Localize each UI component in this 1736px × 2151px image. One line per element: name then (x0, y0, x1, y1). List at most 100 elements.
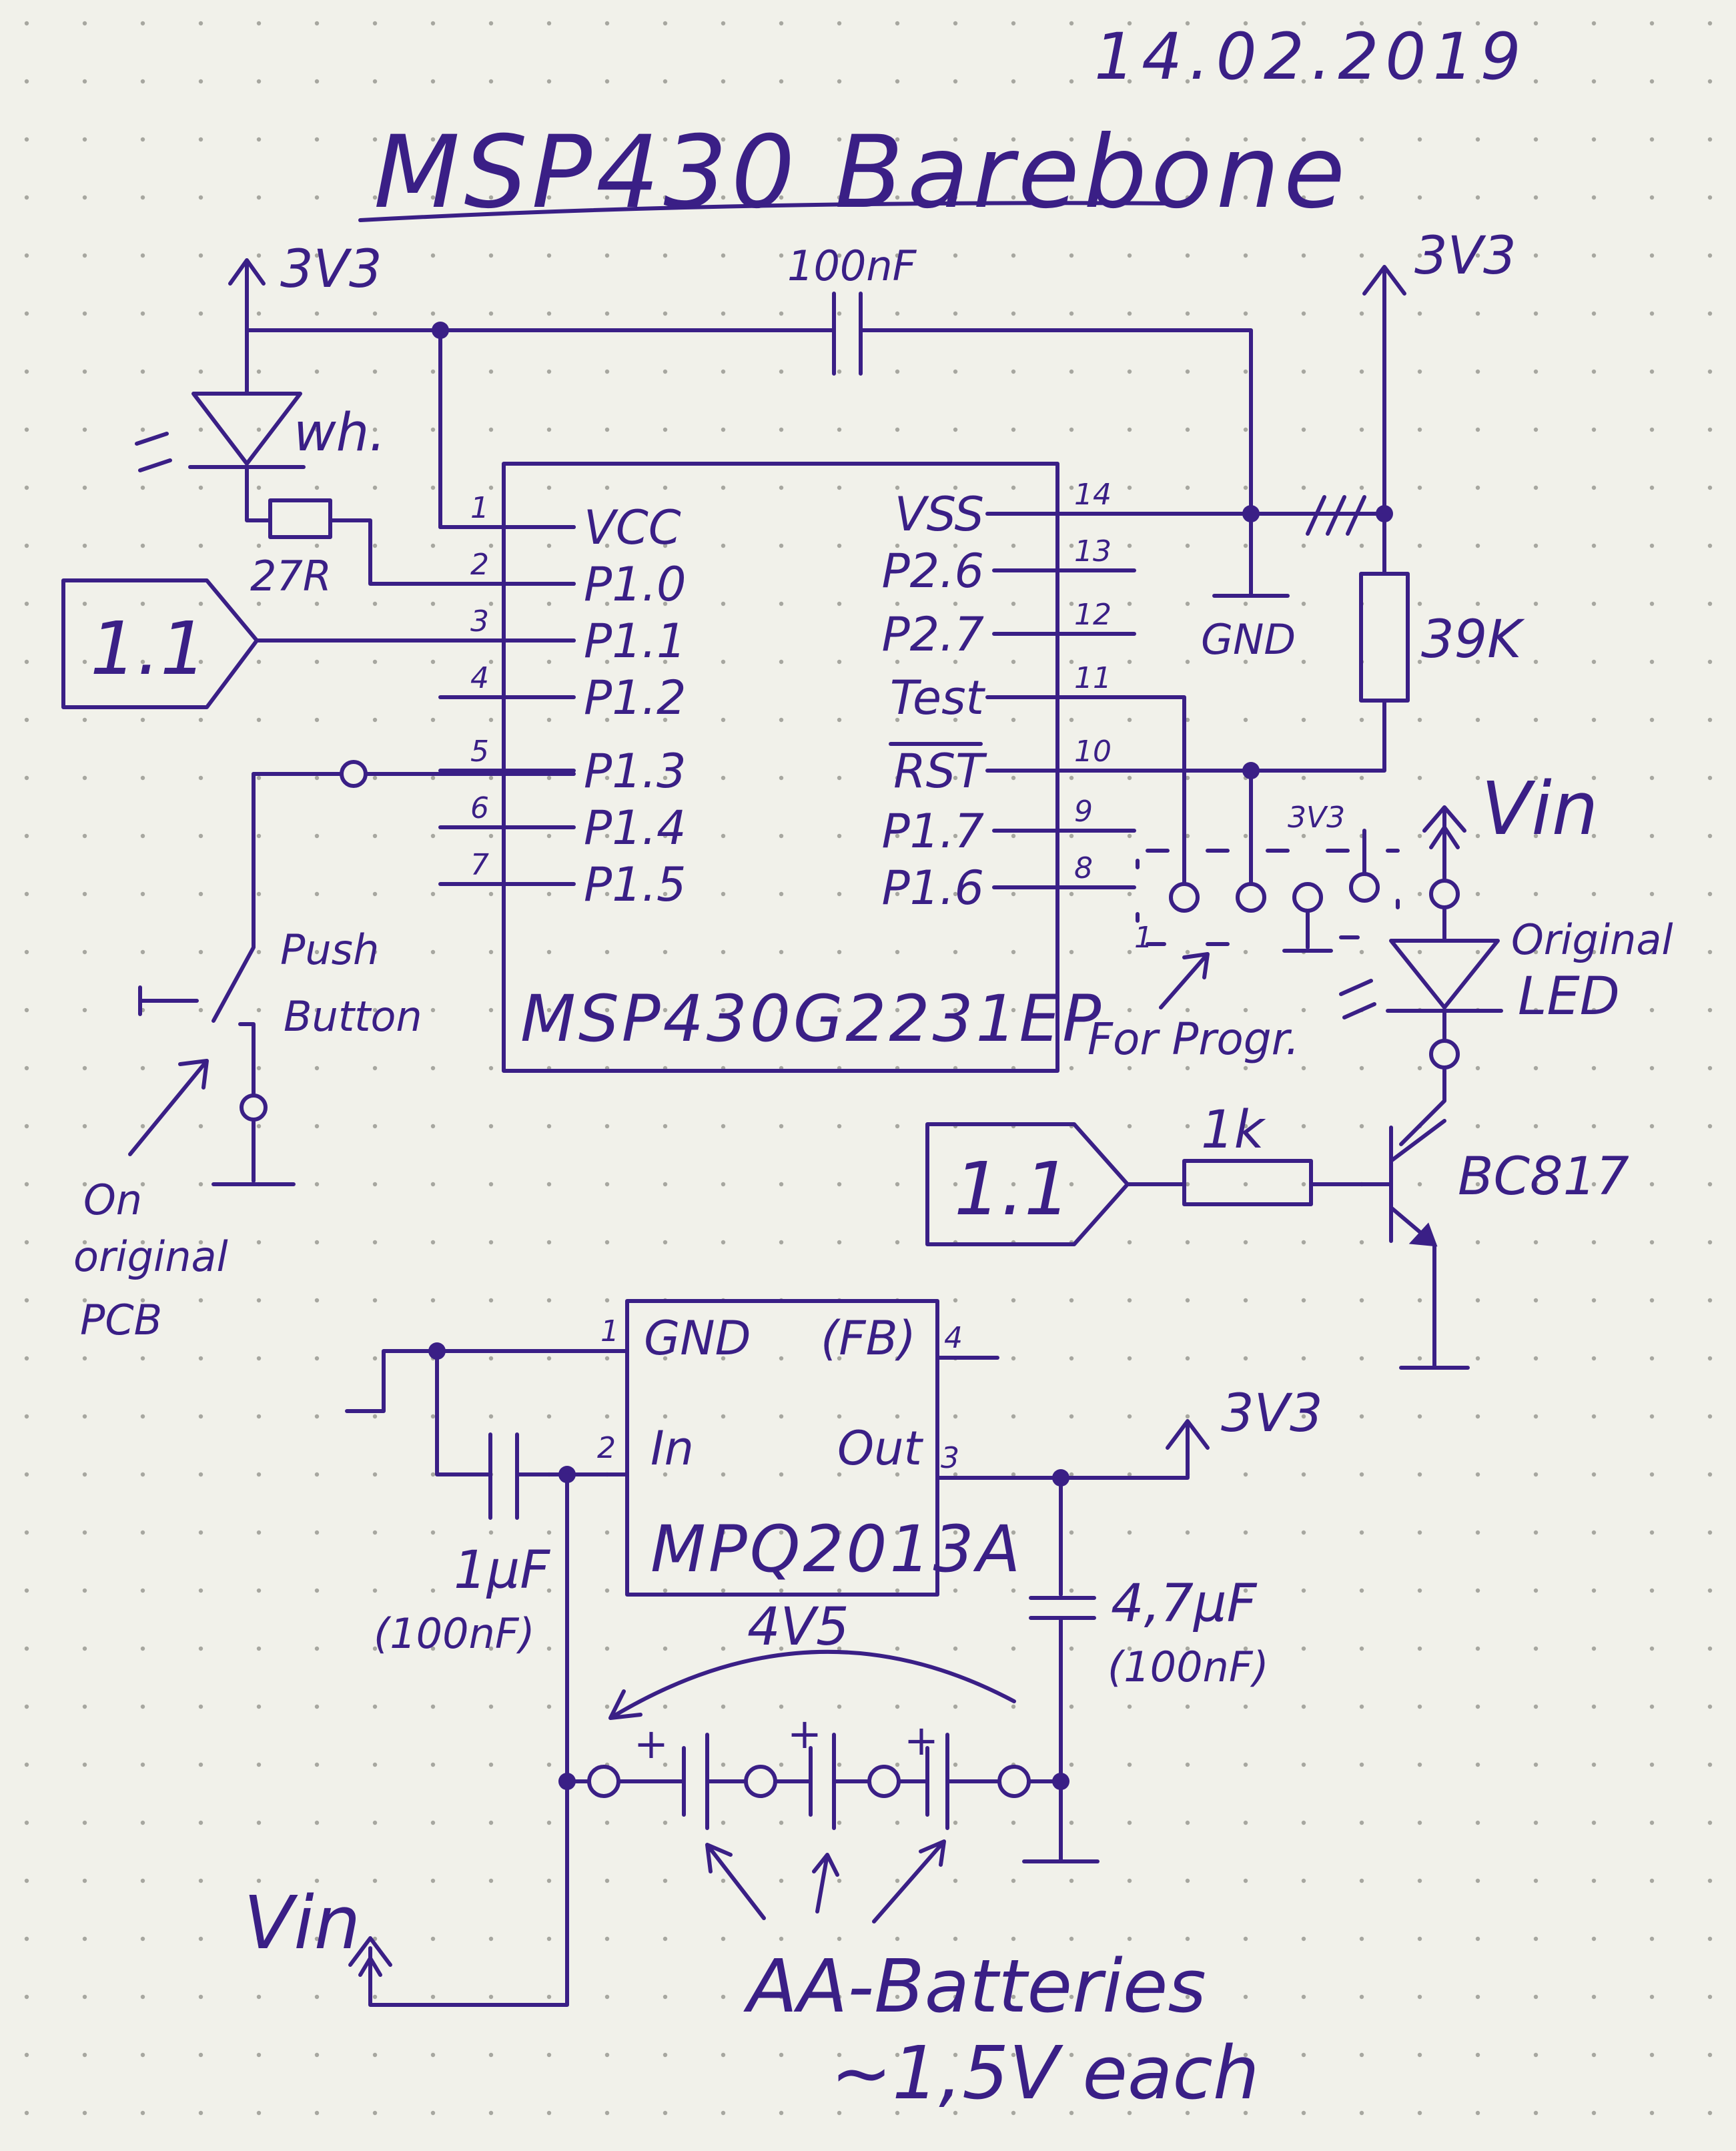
grid-dot (663, 543, 668, 548)
grid-dot (895, 79, 900, 84)
grid-dot (663, 1588, 668, 1593)
grid-dot (24, 2052, 29, 2058)
grid-dot (1533, 253, 1539, 258)
grid-dot (1649, 1704, 1655, 1709)
grid-dot (1301, 1762, 1306, 1767)
grid-dot (1243, 1240, 1248, 1245)
grid-dot (1475, 543, 1480, 548)
grid-dot (1417, 717, 1422, 723)
grid-dot (1649, 1936, 1655, 1942)
grid-dot (372, 1704, 378, 1709)
vin-label-top: Vin (1481, 766, 1599, 851)
mcu-pin-number-right: 10 (1074, 735, 1112, 769)
grid-dot (1417, 253, 1422, 258)
grid-dot (1127, 1240, 1132, 1245)
grid-dot (140, 1588, 145, 1593)
grid-dot (1011, 1298, 1016, 1303)
grid-dot (140, 1994, 145, 2000)
grid-dot (953, 1298, 958, 1303)
battery-arrow-1 (705, 1843, 766, 1920)
grid-dot (256, 833, 262, 839)
grid-dot (256, 2110, 262, 2116)
grid-dot (314, 659, 320, 665)
mcu-pin-number-left: 6 (470, 791, 489, 825)
grid-dot (488, 427, 494, 432)
grid-dot (372, 253, 378, 258)
grid-dot (1185, 2052, 1190, 2058)
grid-dot (953, 1994, 958, 2000)
grid-dot (1417, 79, 1422, 84)
grid-dot (1533, 717, 1539, 723)
grid-dot (837, 1414, 842, 1419)
vin-test-point (1429, 879, 1460, 909)
grid-dot (953, 1588, 958, 1593)
mcu-pin-number-right: 14 (1074, 478, 1112, 512)
grid-dot (1591, 1414, 1597, 1419)
grid-dot (837, 1994, 842, 2000)
mcu-pin-name-right: Test (890, 671, 986, 725)
grid-dot (24, 717, 29, 723)
grid-dot (1301, 2110, 1306, 2116)
grid-dot (1417, 2110, 1422, 2116)
grid-dot (1591, 775, 1597, 781)
grid-dot (663, 253, 668, 258)
grid-dot (953, 1820, 958, 1825)
grid-dot (430, 833, 436, 839)
grid-dot (546, 195, 552, 200)
cap-4u7-label: 4,7µF (1111, 1574, 1258, 1634)
grid-dot (663, 1762, 668, 1767)
grid-dot (546, 2052, 552, 2058)
grid-dot (721, 427, 726, 432)
grid-dot (1011, 775, 1016, 781)
grid-dot (488, 543, 494, 548)
grid-dot (721, 833, 726, 839)
grid-dot (1011, 2110, 1016, 2116)
net-tag-label-left: 1.1 (90, 606, 207, 691)
grid-dot (198, 311, 203, 316)
grid-dot (314, 543, 320, 548)
grid-dot (1069, 1646, 1074, 1651)
grid-dot (604, 891, 610, 897)
grid-dot (198, 1182, 203, 1187)
grid-dot (1707, 1878, 1713, 1883)
grid-dot (1417, 311, 1422, 316)
grid-dot (24, 543, 29, 548)
grid-dot (488, 717, 494, 723)
grid-dot (1475, 311, 1480, 316)
collector-wire (1399, 1065, 1446, 1146)
rail-3v3-label-right: 3V3 (1414, 226, 1516, 286)
grid-dot (314, 1704, 320, 1709)
grid-dot (256, 659, 262, 665)
grid-dot (488, 79, 494, 84)
grid-dot (1359, 1588, 1364, 1593)
grid-dot (1359, 369, 1364, 374)
grid-dot (837, 543, 842, 548)
resistor-27r: 27R (250, 498, 332, 600)
grid-dot (721, 1182, 726, 1187)
grid-dot (895, 891, 900, 897)
grid-dot (1359, 1356, 1364, 1361)
grid-dot (1069, 601, 1074, 606)
grid-dot (372, 427, 378, 432)
grid-dot (256, 1472, 262, 1477)
grid-dot (663, 2110, 668, 2116)
grid-dot (1069, 717, 1074, 723)
grid-dot (1707, 79, 1713, 84)
grid-dot (604, 485, 610, 490)
grid-dot (198, 1704, 203, 1709)
grid-dot (1649, 1182, 1655, 1187)
grid-dot (953, 1878, 958, 1883)
grid-dot (82, 2110, 87, 2116)
grid-dot (1417, 1182, 1422, 1187)
grid-dot (140, 1472, 145, 1477)
grid-dot (721, 1646, 726, 1651)
grid-dot (1533, 1356, 1539, 1361)
grid-dot (895, 1936, 900, 1942)
grid-dot (1649, 1820, 1655, 1825)
grid-dot (256, 1588, 262, 1593)
grid-dot (1533, 1124, 1539, 1129)
grid-dot (1185, 485, 1190, 490)
grid-dot (488, 1414, 494, 1419)
